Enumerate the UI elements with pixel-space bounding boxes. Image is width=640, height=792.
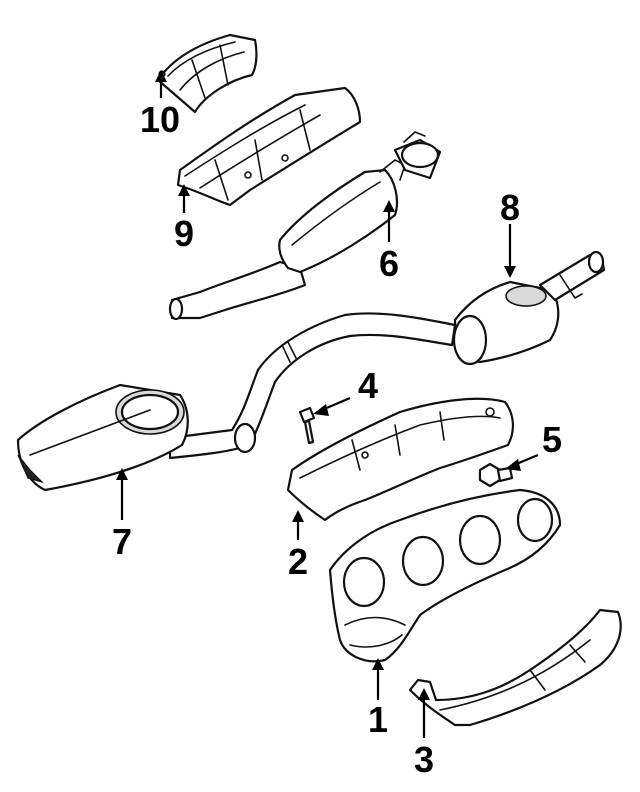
part-2-manifold-heat-shield [286,397,514,522]
part-3-lower-heat-shield [408,608,622,727]
callout-6: 6 [379,243,399,284]
part-5-bolt [478,462,514,488]
part-10-heat-shield-small [156,33,258,114]
part-7-front-muffler [16,383,189,492]
intermediate-pipe [168,312,457,460]
part-6-catalytic-converter [168,131,442,321]
part-9-heat-shield-long [176,86,362,207]
part-8-rear-muffler [452,250,606,366]
part-4-bolt [298,406,316,445]
callout-10: 10 [140,99,180,140]
callout-1: 1 [368,699,388,740]
callout-8: 8 [500,187,520,228]
callout-4: 4 [358,365,378,406]
callout-3: 3 [414,739,434,780]
callout-9: 9 [174,213,194,254]
callout-2: 2 [288,541,308,582]
part-1-exhaust-manifold [328,488,562,663]
callout-labels: 1 2 3 4 5 6 7 8 9 10 [112,99,562,780]
callout-5: 5 [542,419,562,460]
callout-7: 7 [112,521,132,562]
leader-lines [116,70,539,738]
